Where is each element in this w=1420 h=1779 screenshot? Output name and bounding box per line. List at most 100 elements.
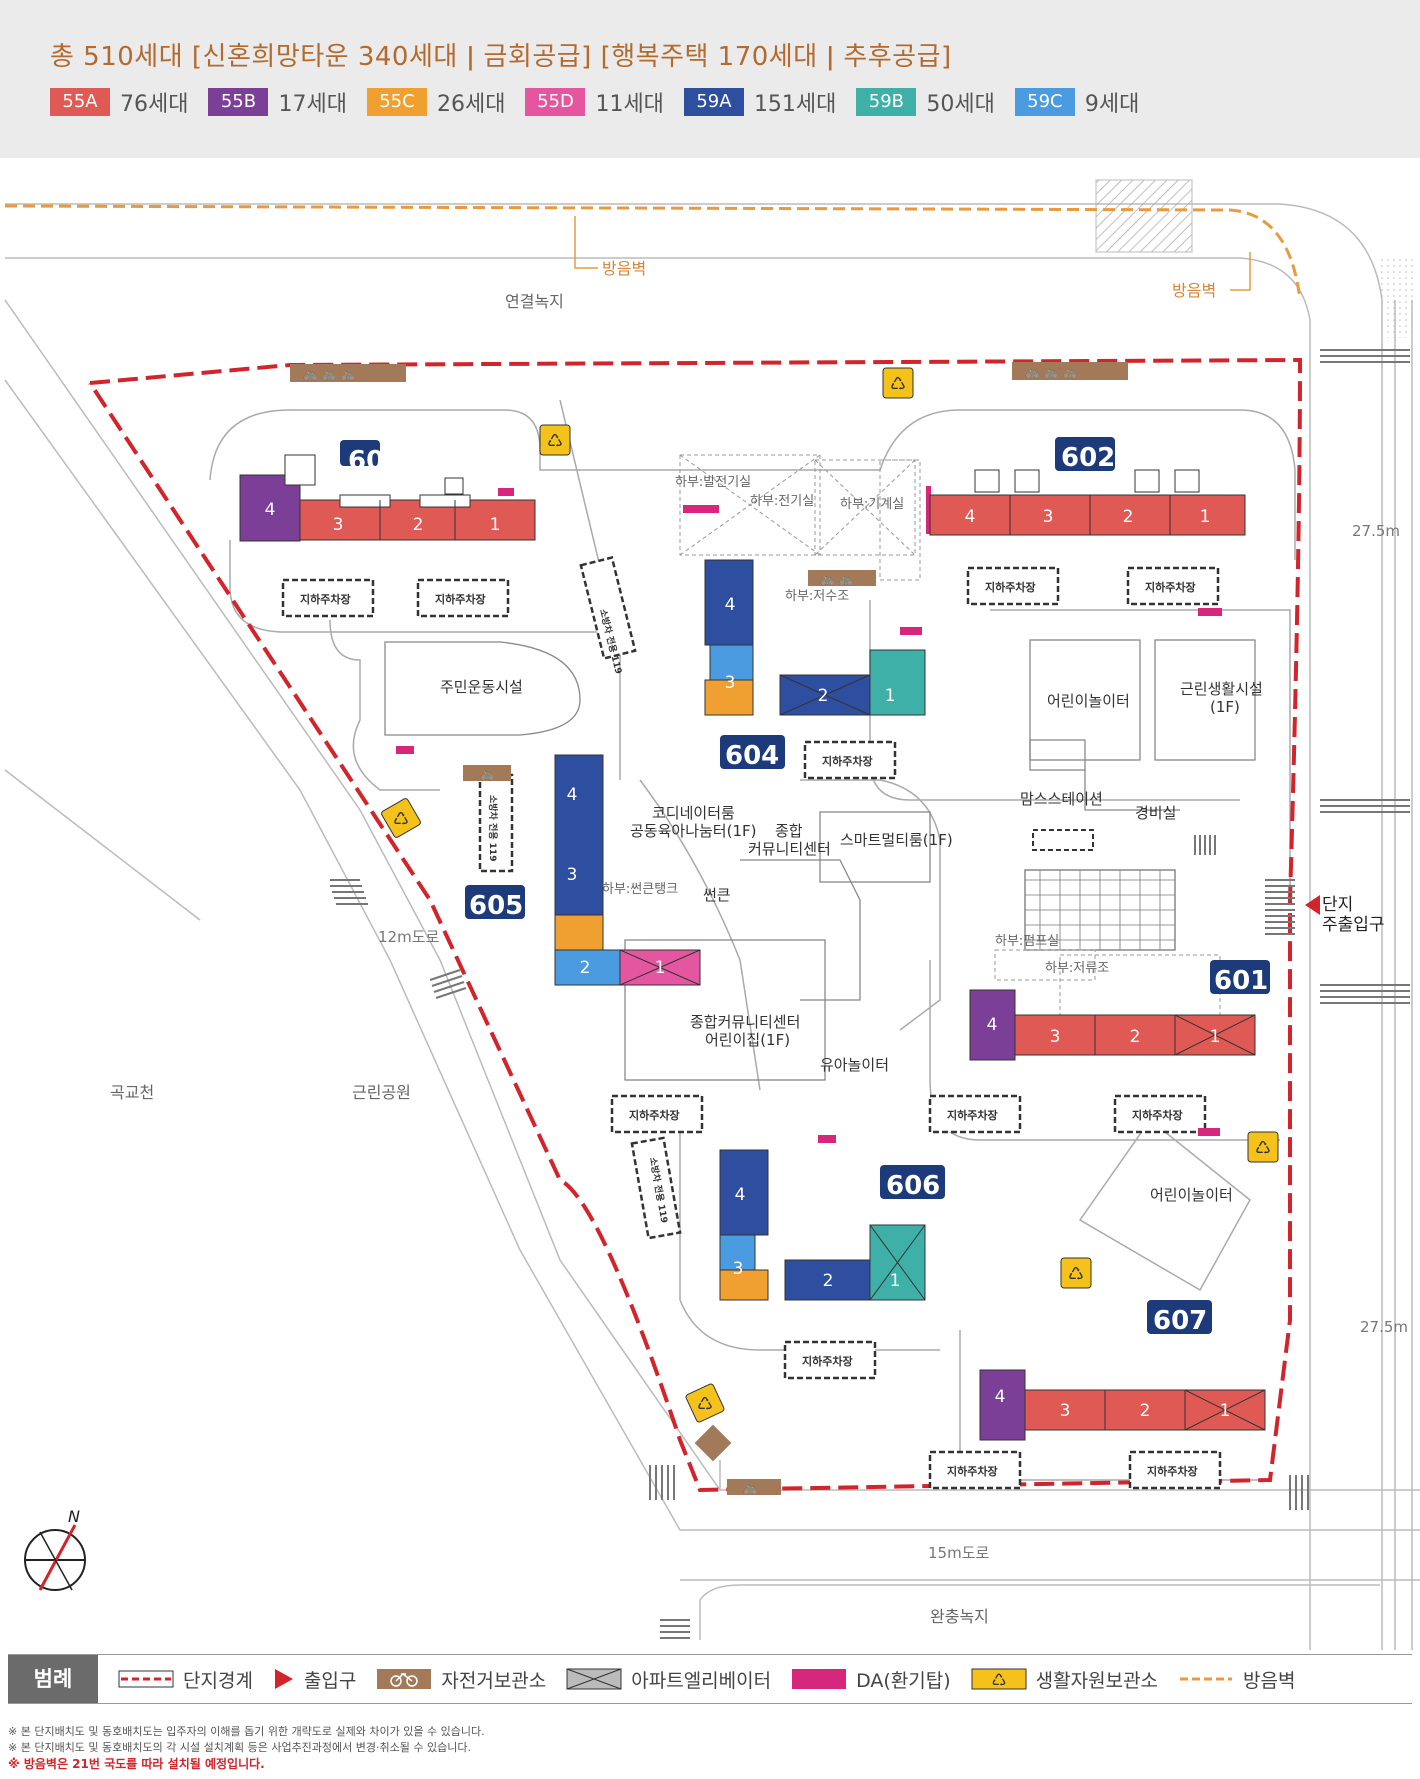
unit-count: 11세대: [595, 92, 664, 117]
legend-item-bicycle: 자전거보관소: [376, 1666, 546, 1693]
svg-text:지하주차장: 지하주차장: [822, 754, 873, 768]
building-604-label: 604: [725, 741, 779, 771]
daycare-label: 종합커뮤니티센터: [690, 1013, 800, 1031]
footnotes: ※ 본 단지배치도 및 동호배치도는 입주자의 이해를 돕기 위한 개략도로 실…: [8, 1724, 485, 1772]
svg-text:2: 2: [1123, 507, 1134, 527]
legend-item-entrance: 출입구: [273, 1666, 356, 1693]
unit-type-badge: 55C: [366, 88, 427, 116]
building-603-line-numbers: 4 3 2 1: [265, 500, 501, 535]
building-605-line-numbers: 4 3 2 1: [567, 785, 666, 978]
unit-count: 151세대: [753, 92, 837, 117]
svg-text:4: 4: [995, 1387, 1006, 1407]
svg-text:♺: ♺: [890, 374, 906, 395]
unit-count: 26세대: [436, 92, 506, 117]
building-604-line-numbers: 4 3 2 1: [725, 595, 896, 706]
road-27m-label-1: 27.5m: [1352, 522, 1400, 540]
svg-text:지하주차장: 지하주차장: [985, 580, 1036, 594]
svg-text:🚲 🚲: 🚲 🚲: [820, 572, 854, 586]
svg-text:4: 4: [567, 785, 578, 805]
recycle-glyphs: ♺♺♺ ♺♺♺: [393, 374, 1271, 1415]
resident-sports-label: 주민운동시설: [440, 678, 523, 696]
svg-text:지하주차장: 지하주차장: [947, 1464, 998, 1478]
underground-zones: [679, 454, 1221, 1016]
unit-count: 76세대: [120, 92, 189, 117]
svg-text:2: 2: [580, 958, 591, 978]
parking-entrance-labels: 지하주차장 지하주차장 지하주차장 지하주차장 지하주차장 지하주차장 지하주차…: [300, 580, 1198, 1478]
svg-text:♺: ♺: [697, 1394, 713, 1415]
site-plan-map: 곡교천 근린공원 연결녹지 완충녹지 12m도로 15m도로 27.5m 27.…: [4, 179, 1420, 1650]
bicycle-stations: [290, 362, 1128, 1495]
facility-labels: 주민운동시설 코디네이터룸 공동육아나눔터(1F) 종합 커뮤니티센터 스마트멀…: [440, 678, 1263, 1204]
unit-type-55d: 55D 11세대: [525, 86, 671, 118]
road-27m-label-2: 27.5m: [1360, 1318, 1408, 1336]
da-vents: [396, 486, 1222, 1143]
svg-text:1: 1: [655, 958, 666, 978]
road-12m-label: 12m도로: [378, 928, 439, 946]
svg-text:3: 3: [567, 865, 578, 885]
building-602-line-numbers: 4 3 2 1: [965, 507, 1211, 527]
legend-item-boundary: 단지경계: [118, 1666, 253, 1693]
svg-text:하부:전기실: 하부:전기실: [750, 494, 814, 509]
noise-wall-line-icon: [1180, 1677, 1233, 1681]
svg-text:지하주차장: 지하주차장: [435, 592, 486, 606]
svg-text:하부:저수조: 하부:저수조: [785, 589, 849, 604]
legend: 범례 단지경계 출입구 자전거보관소 아파트엘리베이터 DA(환기탑) ♺ 생활…: [8, 1654, 1412, 1704]
north-label: N: [68, 1507, 80, 1526]
svg-text:2: 2: [1130, 1027, 1141, 1047]
elevator-icon: [566, 1668, 622, 1690]
underground-labels: 하부:발전기실 하부:전기실 하부:기계실 하부:저수조 하부:썬큰탱크 하부:…: [602, 475, 1109, 976]
footnote-3: ※ 방음벽은 21번 국도를 따라 설치될 예정입니다.: [8, 1757, 265, 1771]
recycle-icon: ♺: [971, 1668, 1027, 1691]
building-603: [239, 440, 536, 542]
recycle-stations: [381, 367, 1279, 1423]
svg-text:1: 1: [490, 515, 501, 535]
unit-type-badge: 55D: [525, 88, 586, 116]
svg-text:3: 3: [1050, 1027, 1061, 1047]
svg-text:하부:저류조: 하부:저류조: [1045, 961, 1109, 976]
childcare-center-label: 공동육아나눔터(1F): [630, 822, 756, 840]
svg-text:4: 4: [725, 595, 736, 615]
buffer-green-south-label: 완충녹지: [930, 1607, 989, 1626]
legend-label-entrance: 출입구: [303, 1669, 357, 1692]
svg-text:3: 3: [333, 515, 344, 535]
building-607: [979, 1300, 1266, 1441]
legend-label-bicycle: 자전거보관소: [441, 1669, 547, 1692]
kids-play-label-2: 어린이놀이터: [1150, 1186, 1233, 1204]
building-601-line-numbers: 4 3 2 1: [987, 1015, 1221, 1047]
neighborhood-facility-floor: (1F): [1210, 698, 1240, 716]
coordinator-room-label: 코디네이터룸: [652, 804, 735, 822]
facility-outlines: [384, 639, 1256, 1081]
building-601-label: 601: [1214, 966, 1268, 996]
entrance-arrow-icon: [274, 1669, 293, 1689]
svg-text:3: 3: [1043, 507, 1054, 527]
svg-text:하부:썬큰탱크: 하부:썬큰탱크: [602, 882, 678, 897]
buffer-green-label: 연결녹지: [505, 292, 564, 311]
smart-multi-room-label: 스마트멀티룸(1F): [840, 831, 953, 849]
svg-text:4: 4: [965, 507, 976, 527]
hatched-area-north: [1095, 179, 1193, 253]
community-center-label: 종합: [775, 822, 803, 840]
unit-count: 17세대: [278, 92, 347, 117]
building-607-line-numbers: 4 3 2 1: [995, 1387, 1231, 1421]
north-compass: [24, 1524, 86, 1591]
bicycle-glyphs: 🚲 🚲 🚲🚲 🚲 🚲🚲 🚲 🚲🚲: [303, 365, 1078, 1495]
svg-text:지하주차장: 지하주차장: [947, 1108, 998, 1122]
building-605-label: 605: [469, 891, 523, 921]
building-606-label: 606: [886, 1171, 940, 1201]
legend-item-da: DA(환기탑): [791, 1666, 951, 1693]
svg-text:3: 3: [725, 673, 736, 693]
legend-title: 범례: [8, 1655, 98, 1703]
boundary-line-icon: [118, 1670, 174, 1688]
guard-room-label: 경비실: [1135, 804, 1176, 822]
svg-text:지하주차장: 지하주차장: [1132, 1108, 1183, 1122]
unit-type-badge: 59A: [683, 88, 744, 116]
svg-text:3: 3: [733, 1259, 744, 1279]
svg-text:하부:펌프실: 하부:펌프실: [995, 934, 1059, 949]
daycare-label-2: 어린이집(1F): [705, 1031, 790, 1049]
neighborhood-park-label: 근린공원: [352, 1083, 411, 1102]
building-604: [704, 559, 926, 769]
